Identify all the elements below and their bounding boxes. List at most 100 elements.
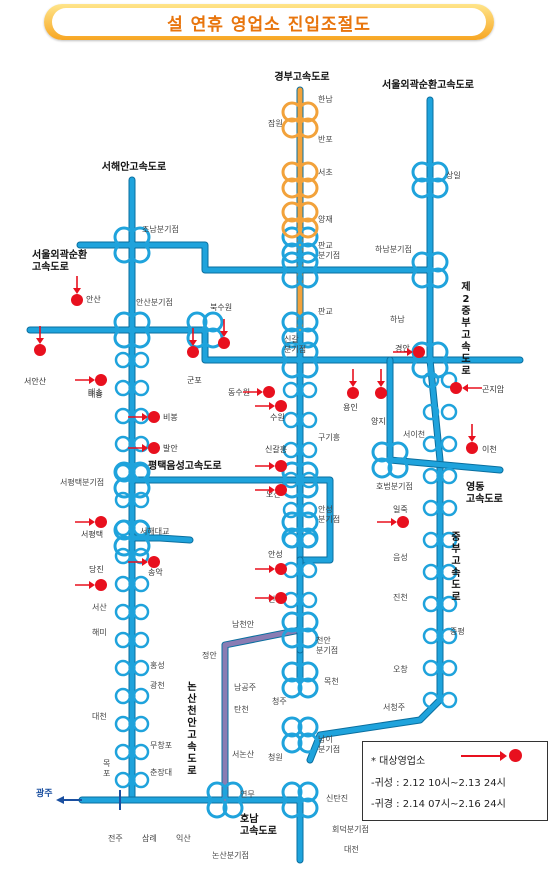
highway-label-jungbu2-2: 중 bbox=[461, 305, 470, 317]
gyeongbu-jct-2-2 bbox=[281, 217, 303, 239]
jct-14-3 bbox=[297, 627, 319, 649]
side-loop-3a bbox=[114, 435, 132, 453]
jct-10-0 bbox=[411, 161, 433, 183]
gyeongbu-jct-2-1 bbox=[297, 201, 319, 223]
place-label-seononsan: 서논산 bbox=[232, 749, 255, 759]
place-label-cheonan-jct-0: 천안 bbox=[316, 635, 331, 645]
nonsan-road-edge bbox=[221, 626, 304, 804]
jct-8-0 bbox=[281, 511, 303, 533]
gyeongbu-jct-2-0 bbox=[281, 201, 303, 223]
highway-label-jungbu2-5: 속 bbox=[461, 341, 470, 353]
target-dot-dangjin bbox=[95, 579, 107, 591]
side-loop-23b bbox=[440, 595, 458, 613]
side-loop-29b bbox=[300, 441, 318, 459]
target-dot-gyeongan bbox=[413, 346, 425, 358]
side-loop-19a bbox=[422, 467, 440, 485]
target-dot-icheon bbox=[466, 442, 478, 454]
jct-17-3 bbox=[297, 732, 319, 754]
jct-15-3 bbox=[129, 535, 151, 557]
place-label-museongpo: 무창포 bbox=[150, 741, 172, 750]
target-label-gunpo: 군포 bbox=[187, 376, 202, 385]
jct-10-3 bbox=[427, 177, 449, 199]
target-label-gyeongan: 경안 bbox=[395, 343, 410, 353]
side-loop-20b bbox=[440, 499, 458, 517]
side-loop-25a bbox=[422, 659, 440, 677]
highway-label-jungbu-2: 고 bbox=[451, 555, 460, 567]
side-loop-21a bbox=[422, 531, 440, 549]
highway-label-jungbu2-6: 도 bbox=[461, 353, 470, 365]
target-label-osan: 오산 bbox=[266, 489, 281, 499]
jct-5-0 bbox=[281, 311, 303, 333]
jct-19-0 bbox=[281, 781, 303, 803]
target-label-balan: 발안 bbox=[163, 443, 178, 453]
side-loop-34b bbox=[300, 591, 318, 609]
place-label-seosan: 서산 bbox=[92, 602, 107, 612]
target-dot-gunpo bbox=[187, 346, 199, 358]
place-label-hobeop-jct: 호법분기점 bbox=[376, 481, 413, 491]
target-dot-yangji bbox=[375, 387, 387, 399]
jct-8-1 bbox=[297, 511, 319, 533]
jct-0-2 bbox=[113, 242, 135, 264]
target-dot-cheonan bbox=[275, 592, 287, 604]
target-label-dangjin: 당진 bbox=[89, 564, 104, 574]
target-dot-songak bbox=[148, 556, 160, 568]
side-loop-18b bbox=[440, 435, 458, 453]
side-loop-12a bbox=[114, 687, 132, 705]
place-label-tancheon: 탄천 bbox=[234, 704, 249, 714]
target-tollgates bbox=[34, 276, 482, 810]
jct-14-2 bbox=[281, 627, 303, 649]
highway-label-jungbu-0: 중 bbox=[451, 531, 460, 543]
target-arrowhead-seopyeongtaek bbox=[89, 518, 95, 526]
place-label-namyi-jct-1: 분기점 bbox=[318, 744, 340, 754]
road-network bbox=[26, 86, 524, 864]
side-loop-28a bbox=[282, 411, 300, 429]
highway-label-jungbu-5: 로 bbox=[451, 591, 460, 603]
target-dot-maesong-t bbox=[95, 374, 107, 386]
target-label-anseong: 안성 bbox=[268, 549, 283, 559]
side-loop-22b bbox=[440, 563, 458, 581]
jct-12-3 bbox=[387, 457, 409, 479]
jct-9-2 bbox=[411, 267, 433, 289]
target-label-yangji: 양지 bbox=[371, 417, 386, 426]
jct-3-0 bbox=[281, 226, 303, 248]
place-label-daejeon: 대전 bbox=[344, 844, 359, 854]
target-label-bibong: 비봉 bbox=[163, 413, 178, 422]
place-label-hanam: 하남 bbox=[390, 314, 405, 324]
highway-label-jungbu2-0: 제 bbox=[461, 280, 470, 293]
highway-label-gyeongbu: 경부고속도로 bbox=[274, 70, 329, 83]
side-loop-18a bbox=[422, 435, 440, 453]
jct-4-3 bbox=[297, 267, 319, 289]
target-dot-yongin bbox=[347, 387, 359, 399]
jct-17-2 bbox=[281, 732, 303, 754]
side-loop-2b bbox=[132, 407, 150, 425]
jct-2-0 bbox=[186, 311, 208, 333]
side-loop-10b bbox=[132, 631, 150, 649]
side-loop-4b bbox=[132, 463, 150, 481]
target-arrowhead-anseong bbox=[269, 565, 275, 573]
legend-return: -귀경 : 2.14 07시~2.16 24시 bbox=[371, 799, 506, 810]
target-arrowhead-cheonan bbox=[269, 594, 275, 602]
highway-label-seoul_ring_top: 서울외곽순환고속도로 bbox=[382, 78, 474, 91]
highway-label-seoul_ring_left-0: 서울외곽순환 bbox=[32, 248, 88, 261]
place-label-hanam-jct: 하남분기점 bbox=[375, 244, 412, 254]
highway-label-jungbu-4: 도 bbox=[451, 579, 460, 591]
target-arrowhead-iljuk bbox=[391, 518, 397, 526]
yeongdong-east-road bbox=[387, 357, 503, 473]
jct-7-3 bbox=[297, 477, 319, 499]
jct-17-0 bbox=[281, 716, 303, 738]
place-label-iksan: 익산 bbox=[176, 833, 191, 843]
jct-0-3 bbox=[129, 242, 151, 264]
gwangju-arrowhead bbox=[56, 796, 64, 804]
target-arrowhead-songak bbox=[142, 558, 148, 566]
highway-label-nonsan_cheonan-2: 천 bbox=[187, 704, 196, 717]
side-loop-24a bbox=[422, 627, 440, 645]
place-label-jeongan: 정안 bbox=[202, 650, 217, 660]
highway-label-yeongdong-1: 고속도로 bbox=[466, 493, 503, 505]
jct-1-1 bbox=[129, 311, 151, 333]
highway-label-jungbu-1: 부 bbox=[451, 543, 460, 555]
side-loop-8b bbox=[132, 575, 150, 593]
pyeongtaek-road bbox=[129, 477, 333, 563]
highway-label-jungbu-3: 속 bbox=[451, 567, 460, 579]
side-loop-14b bbox=[132, 743, 150, 761]
place-label-seohaedaegyo: 서해대교 bbox=[140, 526, 169, 536]
